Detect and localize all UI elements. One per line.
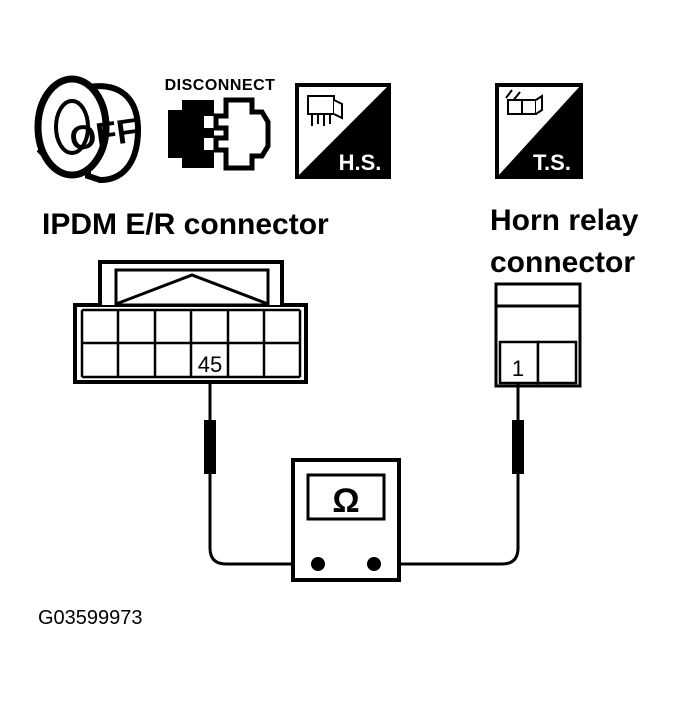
disconnect-label: DISCONNECT bbox=[165, 77, 276, 94]
right-probe bbox=[512, 382, 524, 474]
right-test-lead bbox=[374, 474, 520, 566]
harness-side-label: H.S. bbox=[339, 150, 382, 175]
disconnect-icon: DISCONNECT bbox=[165, 77, 276, 171]
ohmmeter bbox=[291, 458, 401, 582]
ipdm-connector bbox=[73, 260, 308, 384]
horn-relay-connector bbox=[494, 282, 582, 388]
left-probe bbox=[204, 380, 216, 474]
terminal-side-icon: T.S. bbox=[495, 83, 583, 179]
horn-relay-terminal-number: 1 bbox=[512, 356, 524, 381]
left-test-lead bbox=[208, 474, 318, 566]
harness-side-icon: H.S. bbox=[295, 83, 391, 179]
ignition-off-icon: OFF bbox=[34, 75, 142, 184]
ohmmeter-terminal-negative bbox=[311, 557, 325, 571]
ipdm-connector-title: IPDM E/R connector bbox=[42, 208, 329, 241]
ipdm-terminal-number: 45 bbox=[198, 352, 222, 377]
figure-id: G03599973 bbox=[38, 607, 143, 629]
ohm-symbol: Ω bbox=[332, 482, 359, 520]
terminal-side-label: T.S. bbox=[533, 150, 571, 175]
ohmmeter-terminal-positive bbox=[367, 557, 381, 571]
ignition-off-label: OFF bbox=[67, 111, 140, 158]
horn-relay-title-line1: Horn relay bbox=[490, 204, 639, 237]
horn-relay-title-line2: connector bbox=[490, 246, 635, 279]
